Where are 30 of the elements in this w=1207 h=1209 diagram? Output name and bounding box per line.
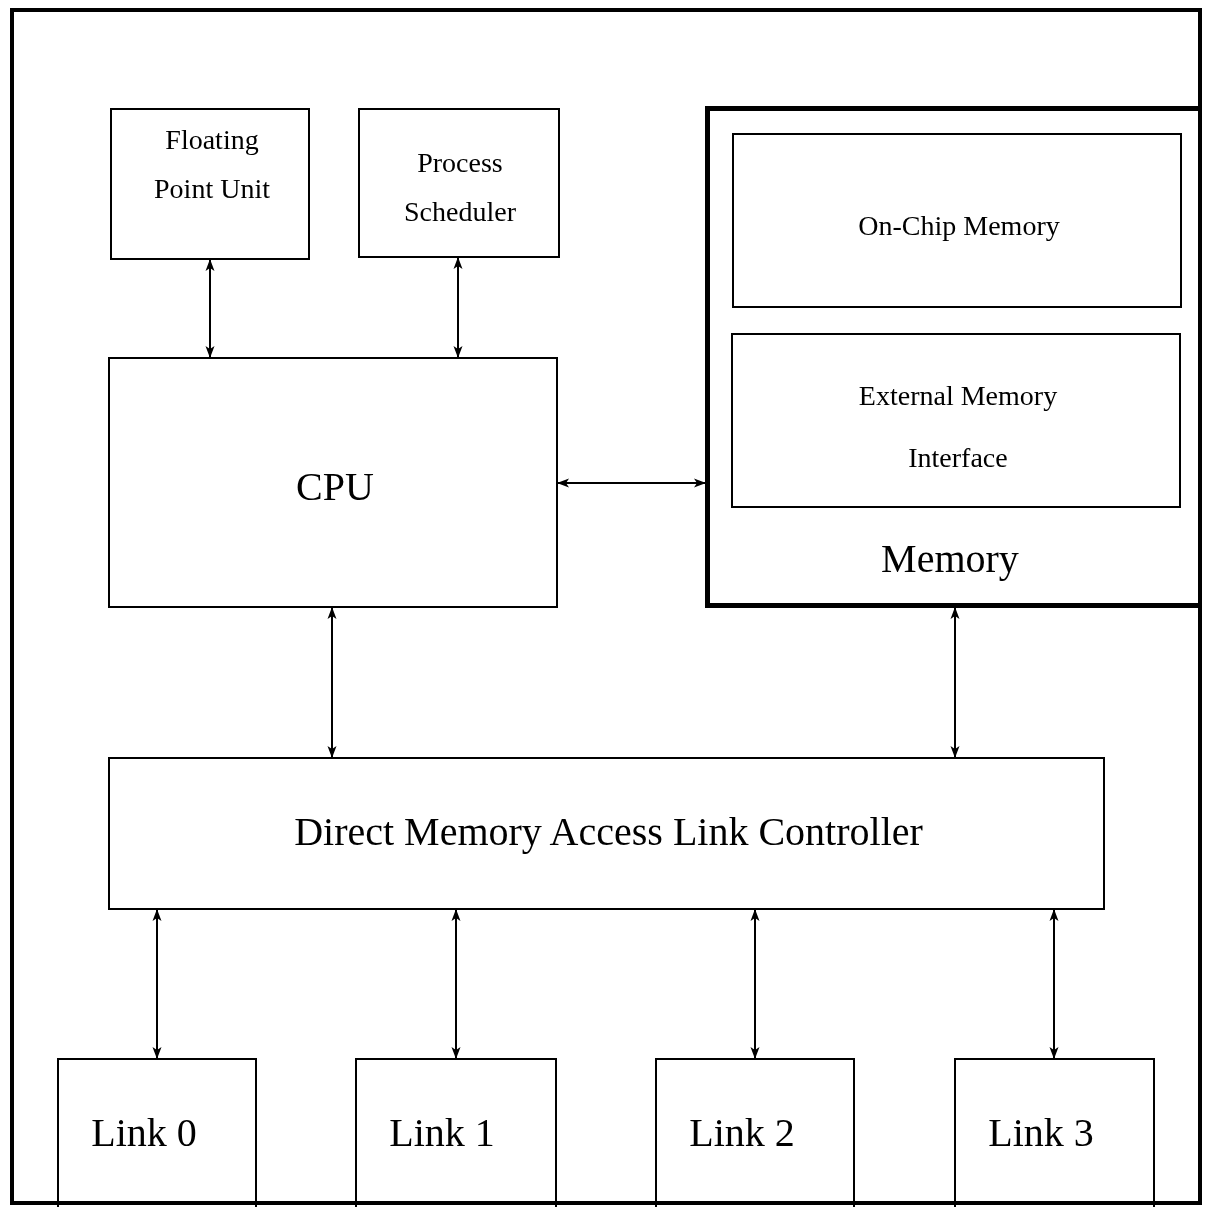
controller-box	[108, 757, 1105, 910]
double-arrow	[750, 909, 760, 1059]
node-label: Floating Point Unit	[153, 123, 271, 206]
interface-box	[731, 333, 1181, 508]
node-label: External Memory Interface	[857, 379, 1059, 475]
node-label: Link 1	[388, 1109, 496, 1157]
node-label: Process Scheduler	[403, 146, 517, 229]
node-label: On-Chip Memory	[857, 209, 1061, 243]
double-arrow	[1049, 909, 1059, 1059]
link-box	[355, 1058, 557, 1207]
double-arrow	[453, 257, 463, 358]
node-label: CPU	[295, 463, 375, 511]
double-arrow	[327, 607, 337, 758]
cpu-box	[108, 357, 558, 608]
unit-box	[110, 108, 310, 260]
double-arrow	[451, 909, 461, 1059]
memory-box	[732, 133, 1182, 308]
node-label: Direct Memory Access Link Controller	[293, 808, 924, 856]
unit-box	[358, 108, 560, 258]
node-label: Link 3	[987, 1109, 1095, 1157]
node-label: Link 2	[688, 1109, 796, 1157]
double-arrow	[205, 259, 215, 358]
node-label: Link 0	[90, 1109, 198, 1157]
double-arrow	[557, 478, 706, 488]
node-label: Memory	[880, 535, 1020, 583]
link-box	[954, 1058, 1155, 1207]
link-box	[57, 1058, 257, 1207]
double-arrow	[152, 909, 162, 1059]
link-box	[655, 1058, 855, 1207]
double-arrow	[950, 607, 960, 758]
